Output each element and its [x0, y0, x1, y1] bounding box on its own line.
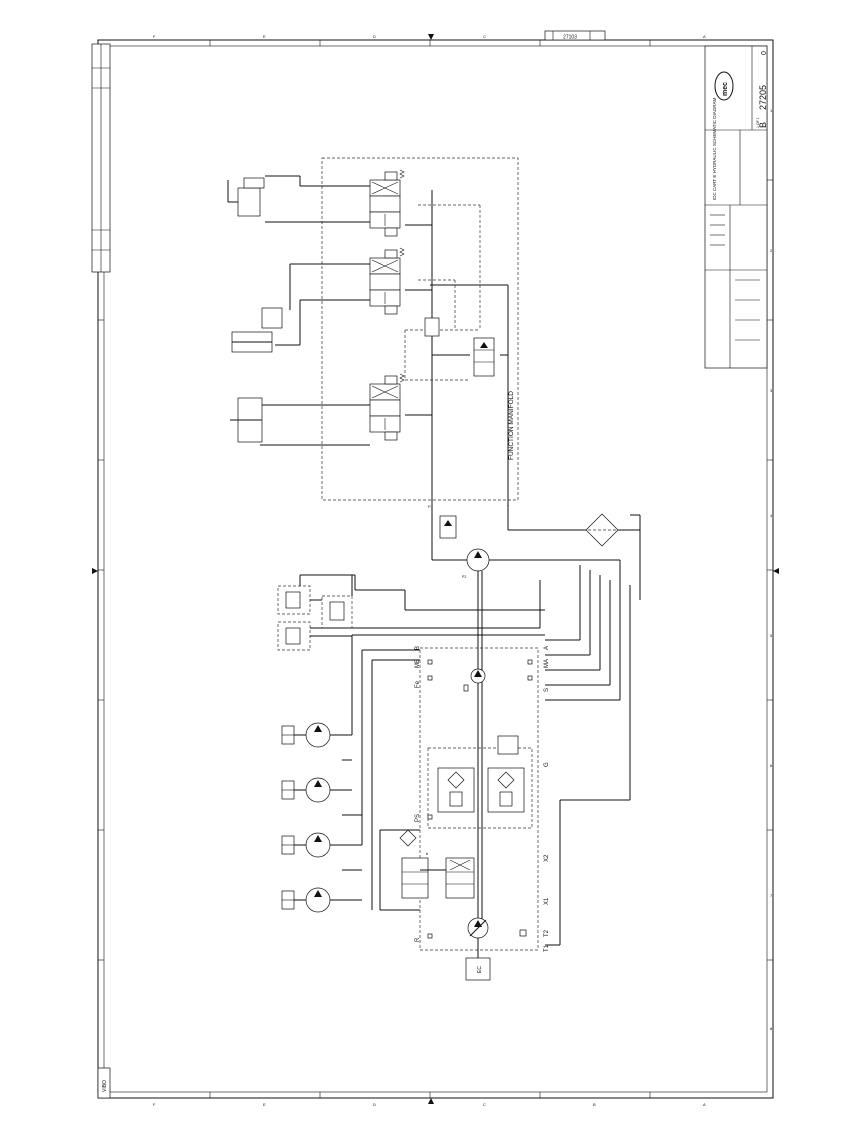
port-ps: PS [415, 814, 421, 822]
port-x1: X1 [544, 897, 550, 905]
wheel-motor-lines [330, 634, 545, 911]
zone-col-label: E [263, 1102, 266, 1107]
zone-col-label: A [703, 1102, 706, 1107]
servo-port-b: b [426, 851, 429, 856]
port-b: B [415, 646, 421, 650]
function-manifold-boundary [321, 157, 519, 501]
zone-col-label: D [373, 1102, 376, 1107]
sheet-inner-border [103, 45, 768, 1093]
check-valve [424, 317, 440, 337]
drawing-number: 27205 [758, 85, 768, 110]
main-pump [467, 668, 489, 939]
revision-block [91, 43, 111, 273]
port-markers [427, 659, 533, 939]
relief-valve-a [437, 767, 475, 813]
brake-valves [277, 574, 545, 651]
company-logo-text: mec [722, 82, 729, 96]
port-x2: X2 [544, 854, 550, 862]
zone-col-label: C [483, 1102, 486, 1107]
zone-row-label: 4 [770, 513, 773, 518]
port-t2: T2 [544, 929, 550, 937]
cylinder-top [227, 177, 265, 217]
charge-relief-block [427, 747, 533, 829]
drawing-title: IDC CART E HYDRAULIC SCHEMATIC DIAGRAM [712, 97, 717, 200]
zone-ticks [92, 34, 779, 1104]
actuator-lines [260, 175, 370, 446]
zone-row-label: 7 [770, 893, 773, 898]
motor-label: EC [477, 966, 483, 973]
relief-valve-b [487, 767, 525, 813]
zone-row-label: 6 [770, 763, 773, 768]
electric-motor: EC [465, 938, 491, 981]
zone-row-label: 8 [770, 1026, 773, 1031]
zone-col-label: F [153, 34, 156, 39]
pump-port-labels: MB B MA A Fe S G PS X2 X1 R T2 T1 [415, 646, 550, 952]
cylinder-lower [230, 397, 263, 443]
directional-valve-dv2 [369, 247, 405, 315]
servo-control: b [399, 829, 475, 899]
manifold-label: FUNCTION MANIFOLD [508, 391, 515, 460]
drawing-sheet: 1 OF 1 [756, 117, 760, 128]
directional-valve-dv1 [369, 373, 405, 441]
pump-label: P2 [462, 575, 466, 579]
zone-col-label: D [373, 34, 376, 39]
drawing-revision: 0 [761, 51, 768, 55]
cylinder-middle [231, 307, 283, 353]
directional-valve-dv3 [369, 169, 405, 237]
port-mb: MB [415, 659, 421, 668]
port-t1: T1 [544, 944, 550, 952]
pilot-filter-icon [399, 829, 417, 847]
port-r: R [415, 937, 421, 942]
charge-check-valve [497, 735, 519, 755]
reference-tag: 27103 [544, 30, 606, 41]
zone-row-label: 3 [770, 388, 773, 393]
zone-col-label: F [153, 1102, 156, 1107]
port-ma: MA [544, 659, 550, 668]
zone-col-label: C [483, 34, 486, 39]
title-block: mec IDC CART E HYDRAULIC SCHEMATIC DIAGR… [704, 45, 768, 369]
zone-col-label: A [703, 34, 706, 39]
zone-row-label: 2 [770, 248, 773, 253]
relief-valve-manifold [473, 337, 495, 377]
corner-tag: VIBO [97, 1067, 111, 1099]
tag-number: 27103 [563, 35, 577, 41]
charge-pump: P2 [462, 548, 490, 579]
manifold-lines [404, 190, 509, 500]
zone-row-label: 5 [770, 633, 773, 638]
drawing-size: B [758, 122, 768, 128]
sheet-border [97, 39, 774, 1099]
zone-col-label: E [263, 34, 266, 39]
port-bundle-lines [477, 559, 631, 946]
company-logo [714, 71, 734, 101]
zone-letters: F E D C B A F E D C B A 1 2 3 4 5 6 7 8 [153, 34, 773, 1107]
port-g: G [544, 762, 550, 767]
port-a: A [544, 646, 550, 650]
zone-row-label: 1 [770, 108, 773, 113]
port-label-p: P [428, 504, 431, 509]
return-filter [585, 513, 641, 600]
wheel-motors [281, 722, 331, 913]
corner-tag-text: VIBO [102, 1080, 108, 1092]
zone-col-label: B [593, 1102, 596, 1107]
relief-valve-rv1 [439, 515, 457, 539]
port-fe: Fe [415, 680, 421, 688]
port-s: S [544, 688, 550, 692]
